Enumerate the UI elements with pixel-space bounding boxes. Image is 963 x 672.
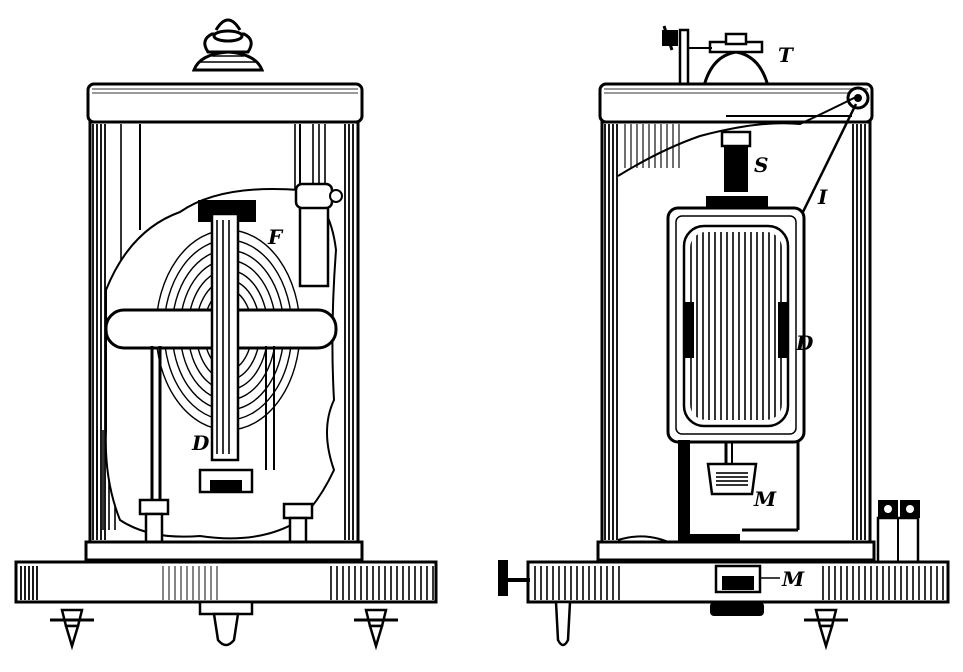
torsion-head-T	[662, 25, 770, 88]
side-screw	[498, 560, 530, 596]
label-I: I	[817, 185, 828, 209]
top-knob-left	[191, 18, 265, 72]
moving-coil-D-right	[682, 224, 790, 428]
label-M-upper: M	[753, 487, 777, 511]
terminal-posts-right	[876, 500, 920, 568]
terminal-post-left-1	[138, 498, 170, 550]
label-T: T	[778, 43, 795, 67]
levelling-feet-right	[554, 600, 848, 651]
levelling-feet-left	[50, 600, 398, 651]
label-F: F	[267, 225, 284, 249]
suspension-wire-I	[798, 103, 858, 219]
base-right	[526, 540, 950, 604]
moving-coil-D-left	[210, 212, 240, 462]
label-D-left: D	[191, 431, 210, 455]
base-left	[14, 540, 438, 604]
right-instrument: T S I D M M	[498, 25, 950, 651]
label-S: S	[754, 153, 768, 177]
label-M-lower: M	[781, 567, 805, 591]
mercury-cup-upper	[706, 442, 758, 496]
left-instrument: F D	[14, 18, 438, 651]
label-D-right: D	[795, 331, 814, 355]
